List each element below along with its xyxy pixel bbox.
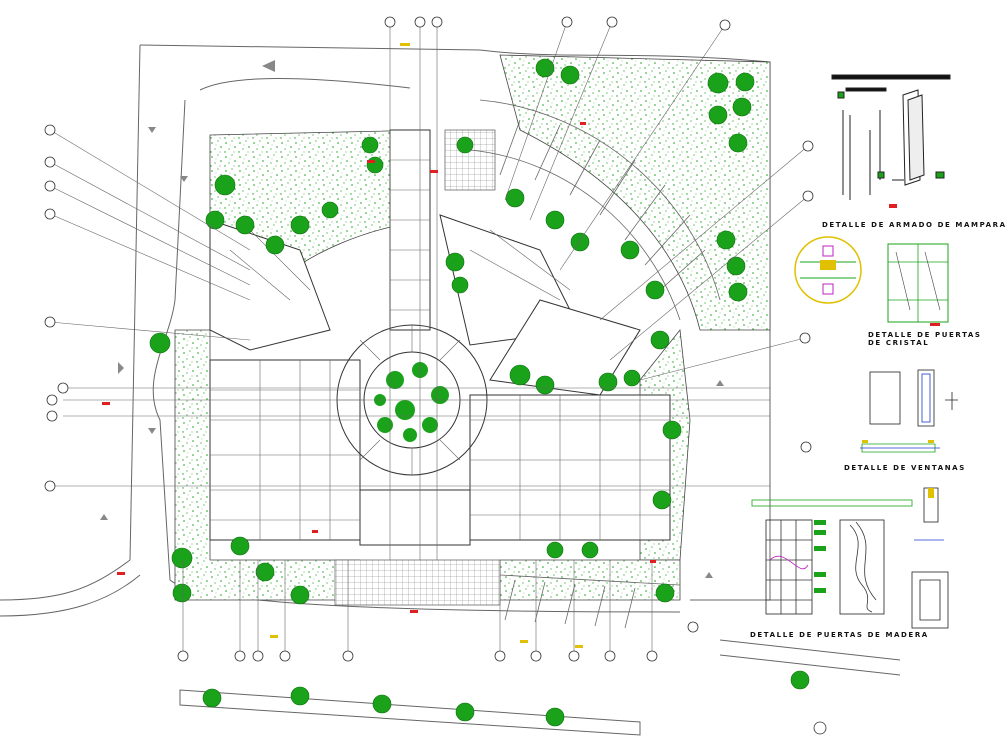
grid-bubbles xyxy=(44,16,827,735)
label-detalle-puertas-cristal-1: DETALLE DE PUERTAS xyxy=(868,331,982,339)
traffic-arrows xyxy=(100,60,724,578)
parking-curve xyxy=(469,99,721,629)
detail-mampara xyxy=(831,74,951,208)
dimension-marks xyxy=(102,43,656,648)
detail-puertas-madera xyxy=(751,487,949,629)
site-trees xyxy=(149,58,810,727)
detail-puertas-cristal xyxy=(794,236,949,326)
grid-axes xyxy=(49,21,809,656)
detail-ventanas xyxy=(860,369,958,453)
courtyard-trees xyxy=(374,362,449,442)
label-detalle-puertas-cristal-2: DE CRISTAL xyxy=(868,339,929,347)
label-detalle-mampara: DETALLE DE ARMADO DE MAMPARA xyxy=(822,221,1006,229)
label-detalle-ventanas: DETALLE DE VENTANAS xyxy=(844,464,966,472)
interior-walls xyxy=(210,159,670,540)
paved-zones xyxy=(334,129,501,606)
label-detalle-puertas-madera: DETALLE DE PUERTAS DE MADERA xyxy=(750,631,929,639)
